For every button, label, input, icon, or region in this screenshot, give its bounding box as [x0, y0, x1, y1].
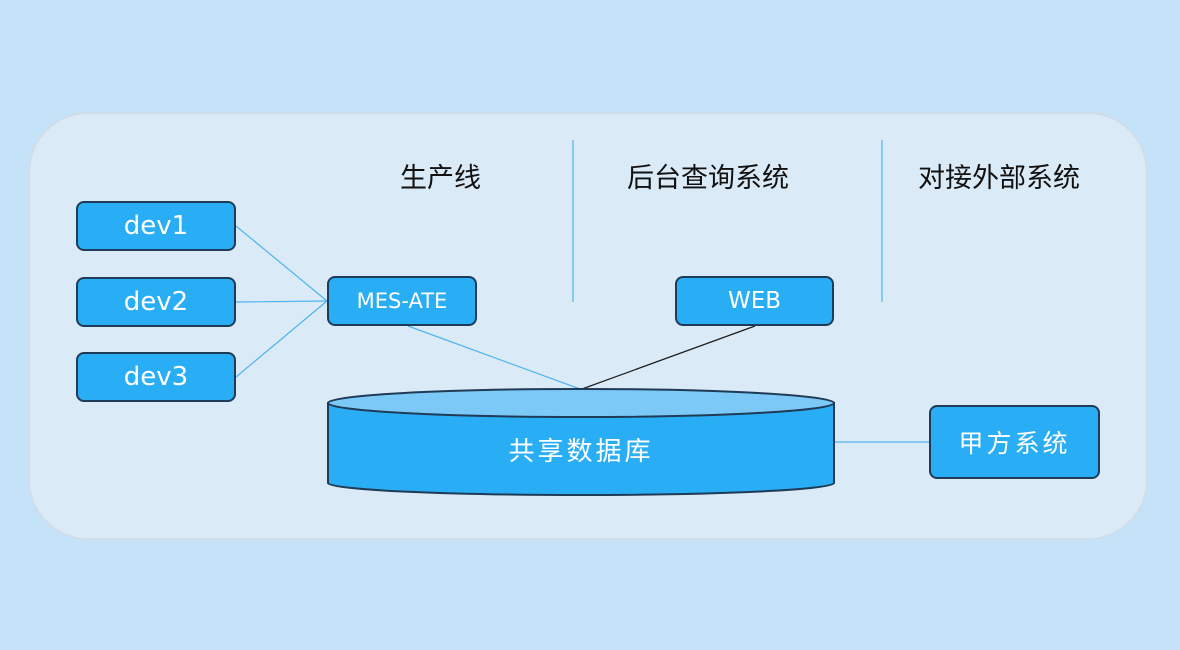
link-dev3-mes [235, 300, 328, 378]
header-external-system: 对接外部系统 [918, 163, 1080, 194]
link-web-database [581, 325, 756, 390]
node-mes-ate[interactable]: MES-ATE [327, 276, 477, 326]
node-web[interactable]: WEB [675, 276, 834, 326]
node-dev3[interactable]: dev3 [76, 352, 236, 402]
header-production-line: 生产线 [400, 163, 481, 194]
node-jiafang-system[interactable]: 甲方系统 [929, 405, 1100, 479]
link-dev2-mes [235, 300, 328, 303]
link-dev1-mes [235, 225, 328, 302]
link-mes-database [407, 325, 581, 390]
database-label: 共享数据库 [508, 437, 654, 467]
node-dev1[interactable]: dev1 [76, 201, 236, 251]
header-backend-query-system: 后台查询系统 [627, 163, 789, 194]
node-dev2[interactable]: dev2 [76, 277, 236, 327]
database-cylinder [327, 388, 835, 496]
